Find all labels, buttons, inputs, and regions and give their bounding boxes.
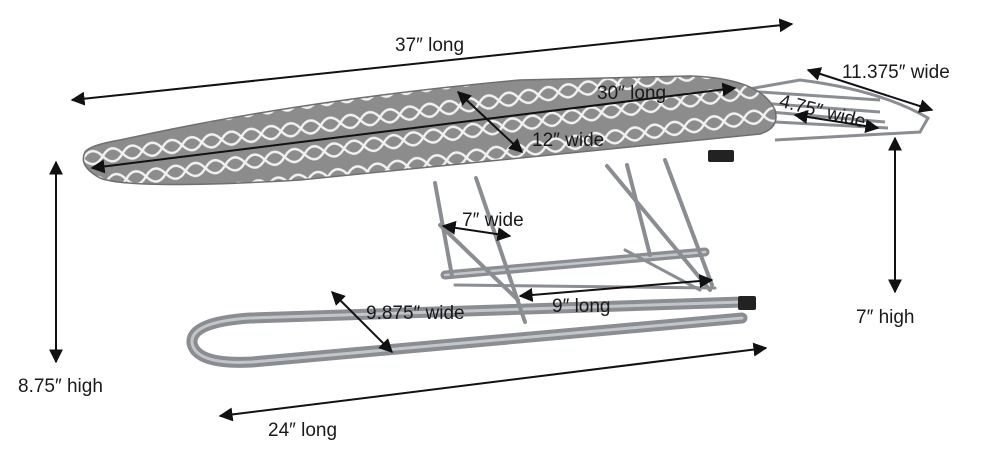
base-width-label: 9.875″ wide [366, 303, 465, 324]
base-width-arrow [331, 291, 393, 353]
rest-clip [708, 150, 734, 162]
rest-inner-width-arrow [793, 110, 880, 133]
overall-length-label: 37″ long [395, 35, 465, 56]
cover-width-arrow [456, 91, 524, 153]
rest-width-label: 11.375″ wide [842, 62, 950, 83]
base-length-label: 24″ long [268, 420, 338, 441]
leg-width-arrow [441, 220, 512, 242]
rest-width-arrow [806, 67, 934, 113]
dimension-arrows [49, 18, 934, 422]
board-cover [82, 75, 777, 186]
base-length-arrow [218, 342, 768, 422]
base-foot-cap [738, 296, 756, 310]
total-height-label: 8.75″ high [18, 376, 103, 397]
leg-width-label: 7″ wide [462, 210, 524, 231]
brace-length-arrow [518, 274, 714, 302]
brace-length-label: 9″ long [552, 296, 611, 317]
cover-length-arrow [90, 82, 737, 174]
rest-height-label: 7″ high [856, 307, 915, 328]
cover-width-label: 12″ wide [532, 130, 605, 151]
cover-length-label: 30″ long [597, 83, 667, 104]
